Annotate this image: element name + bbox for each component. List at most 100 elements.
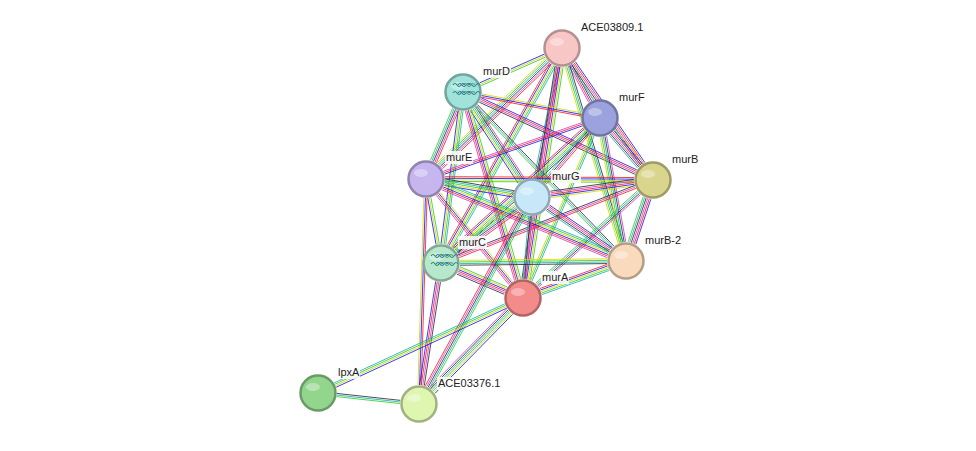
evidence-line	[612, 133, 640, 166]
evidence-line	[540, 264, 607, 288]
node-label: lpxA	[337, 366, 360, 379]
node-highlight	[550, 38, 564, 46]
evidence-line	[459, 270, 506, 290]
node-label: murB	[671, 153, 699, 166]
evidence-line	[337, 395, 400, 402]
structure-icon	[431, 255, 458, 266]
node-circle	[607, 242, 645, 280]
interaction-edge	[609, 130, 643, 168]
evidence-line	[337, 397, 400, 404]
node-label: murD	[482, 65, 511, 78]
evidence-line	[630, 197, 645, 242]
protein-node: murD	[444, 73, 482, 111]
evidence-line	[337, 393, 400, 400]
evidence-line	[423, 282, 439, 385]
evidence-line	[445, 178, 634, 180]
evidence-line	[523, 216, 529, 279]
protein-node: murF	[581, 99, 619, 137]
node-disc	[609, 244, 644, 279]
node-highlight	[614, 251, 628, 259]
evidence-line	[456, 208, 516, 252]
protein-node: ACE03376.1	[400, 385, 438, 423]
interaction-edge	[457, 267, 507, 294]
node-disc	[545, 31, 580, 66]
protein-node: murB-2	[607, 242, 645, 280]
evidence-line	[548, 208, 611, 251]
evidence-line	[444, 111, 461, 244]
node-circle	[407, 160, 445, 198]
evidence-line	[335, 305, 506, 384]
protein-node: ACE03809.1	[543, 29, 581, 67]
evidence-line	[334, 304, 505, 383]
node-circle	[581, 99, 619, 137]
node-highlight	[407, 394, 421, 402]
node-highlight	[414, 169, 428, 177]
protein-node: murE	[407, 160, 445, 198]
evidence-line	[443, 111, 460, 244]
node-label: murG	[551, 170, 581, 183]
node-circle	[504, 279, 542, 317]
node-disc	[636, 163, 671, 198]
protein-node: murC	[422, 244, 460, 282]
node-disc	[583, 101, 618, 136]
interaction-edge	[454, 205, 519, 255]
interaction-edge	[337, 393, 401, 403]
interaction-edge	[334, 304, 507, 387]
node-circle	[422, 244, 460, 282]
evidence-line	[614, 131, 642, 164]
evidence-line	[481, 57, 545, 86]
interaction-edge	[600, 136, 626, 243]
evidence-line	[550, 205, 613, 248]
protein-node: murB	[634, 161, 672, 199]
evidence-line	[611, 134, 639, 167]
evidence-line	[440, 62, 549, 167]
interaction-edge	[460, 259, 607, 265]
evidence-line	[420, 281, 436, 384]
evidence-line	[609, 135, 637, 168]
structure-icon	[453, 84, 480, 95]
interaction-edge	[428, 197, 439, 244]
node-circle	[634, 161, 672, 199]
node-circle	[299, 374, 337, 412]
node-label: murE	[445, 151, 473, 164]
node-highlight	[511, 288, 525, 296]
node-label: murB-2	[644, 234, 682, 247]
evidence-line	[435, 314, 512, 393]
evidence-line	[540, 266, 607, 290]
node-highlight	[641, 170, 655, 178]
protein-node: lpxA	[299, 374, 337, 412]
node-label: ACE03376.1	[437, 377, 501, 390]
evidence-line	[546, 210, 609, 253]
node-label: murC	[458, 236, 487, 249]
evidence-line	[429, 198, 437, 245]
evidence-line	[549, 206, 612, 249]
node-label: ACE03809.1	[580, 21, 644, 34]
protein-node: murA	[504, 279, 542, 317]
node-highlight	[306, 383, 320, 391]
evidence-line	[542, 270, 609, 294]
evidence-line	[475, 107, 523, 180]
evidence-line	[336, 307, 507, 386]
node-circle	[444, 73, 482, 111]
node-disc	[301, 376, 336, 411]
node-circle	[400, 385, 438, 423]
evidence-line	[541, 269, 608, 293]
interaction-edge	[540, 264, 609, 294]
evidence-line	[445, 176, 634, 178]
node-disc	[424, 246, 459, 281]
evidence-line	[457, 209, 517, 253]
node-disc	[506, 281, 541, 316]
evidence-line	[434, 313, 511, 392]
evidence-line	[613, 132, 641, 165]
evidence-line	[428, 198, 436, 245]
interaction-edge	[523, 216, 532, 279]
node-label: murA	[541, 271, 569, 284]
evidence-line	[421, 282, 437, 385]
node-highlight	[588, 108, 602, 116]
node-disc	[409, 162, 444, 197]
evidence-line	[445, 183, 610, 251]
node-disc	[446, 75, 481, 110]
evidence-line	[541, 267, 608, 291]
node-disc	[515, 180, 550, 215]
